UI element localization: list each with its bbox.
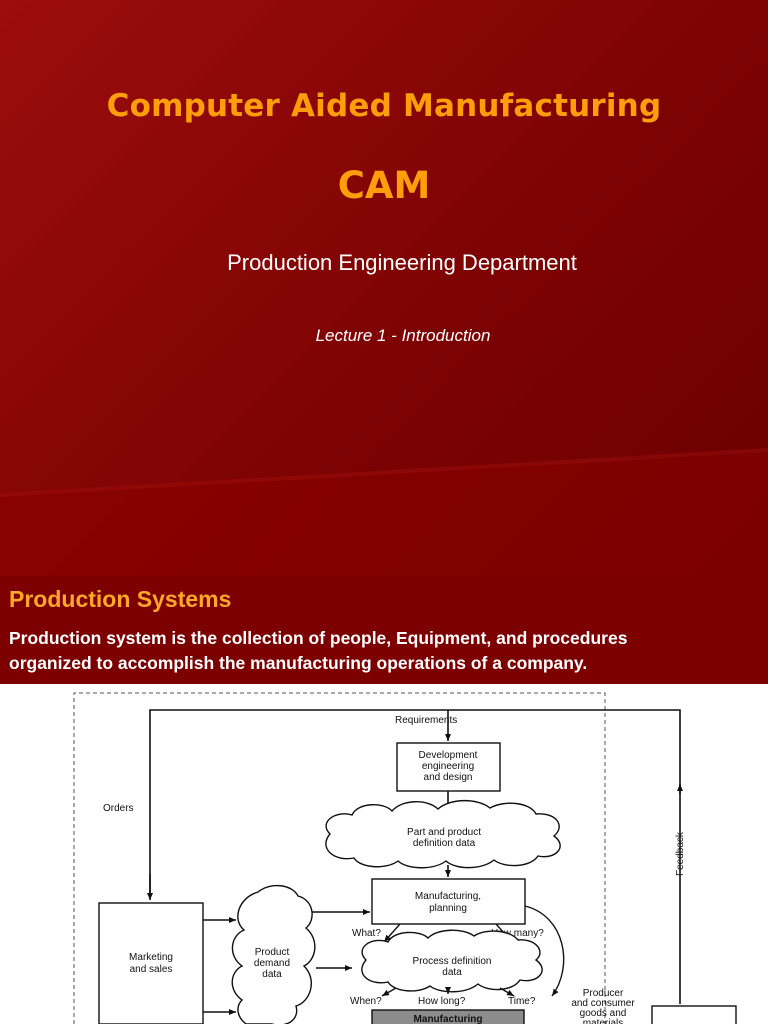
development-label-1: Development: [419, 750, 478, 761]
marketing-label-2: and sales: [130, 964, 173, 975]
slide-background-wedge: [0, 448, 768, 576]
product-demand-label-1: Product: [255, 947, 290, 958]
process-definition-label-1: Process definition: [413, 956, 492, 967]
section-heading: Production Systems: [9, 586, 232, 612]
producer-label-2: and consumer: [571, 998, 635, 1009]
part-definition-label-1: Part and product: [407, 827, 481, 838]
feedback-label: Feedback: [675, 831, 686, 876]
planning-label-2: planning: [429, 903, 467, 914]
development-label-2: engineering: [422, 761, 474, 772]
when-label: When?: [350, 996, 382, 1007]
development-label-3: and design: [424, 772, 473, 783]
slide-title: Computer Aided Manufacturing: [106, 88, 662, 124]
department-subtitle: Production Engineering Department: [227, 250, 577, 275]
product-demand-label-2: demand: [254, 958, 290, 969]
title-slide: Computer Aided Manufacturing CAM Product…: [0, 0, 768, 576]
customer-box: [651, 1005, 737, 1024]
planning-to-producer-arrow: [524, 905, 565, 997]
planning-what-arrow: [383, 923, 401, 943]
manufacturing-label: Manufacturing: [414, 1014, 483, 1024]
how-long-label: How long?: [418, 996, 466, 1007]
process-when-arrow: [381, 987, 397, 997]
manufacturing-planning-box: [371, 878, 526, 925]
what-label: What?: [352, 928, 381, 939]
production-system-diagram: Requirements Development engineering and…: [0, 684, 768, 1024]
manufacturing-box: [371, 1009, 525, 1024]
marketing-label-1: Marketing: [129, 952, 173, 963]
how-many-label: How many?: [491, 928, 544, 939]
process-time-arrow: [499, 987, 515, 997]
definition-text: Production system is the collection of p…: [9, 626, 765, 676]
definition-line-2: organized to accomplish the manufacturin…: [9, 653, 588, 673]
process-definition-cloud: [361, 929, 543, 993]
system-boundary: [73, 692, 606, 1024]
time-label: Time?: [508, 996, 536, 1007]
marketing-box: [98, 902, 204, 1024]
process-definition-label-2: data: [442, 967, 462, 978]
producer-label-3: goods and: [580, 1008, 627, 1019]
product-demand-label-3: data: [262, 969, 282, 980]
lecture-subtitle: Lecture 1 - Introduction: [315, 326, 491, 345]
definition-line-1: Production system is the collection of p…: [9, 628, 628, 648]
slide-acronym: CAM: [337, 164, 431, 207]
part-definition-cloud: [325, 799, 561, 869]
producer-label-1: Producer: [583, 988, 624, 999]
part-definition-label-2: definition data: [413, 838, 476, 849]
product-demand-cloud: [231, 885, 316, 1024]
producer-label-4: materials: [583, 1018, 624, 1024]
orders-label: Orders: [103, 803, 134, 814]
planning-label-1: Manufacturing,: [415, 891, 481, 902]
requirements-label: Requirements: [395, 715, 457, 726]
orders-line: [149, 709, 681, 1004]
diagram-canvas: Requirements Development engineering and…: [73, 692, 737, 1024]
production-systems-slide: Production Systems Production system is …: [0, 576, 768, 684]
